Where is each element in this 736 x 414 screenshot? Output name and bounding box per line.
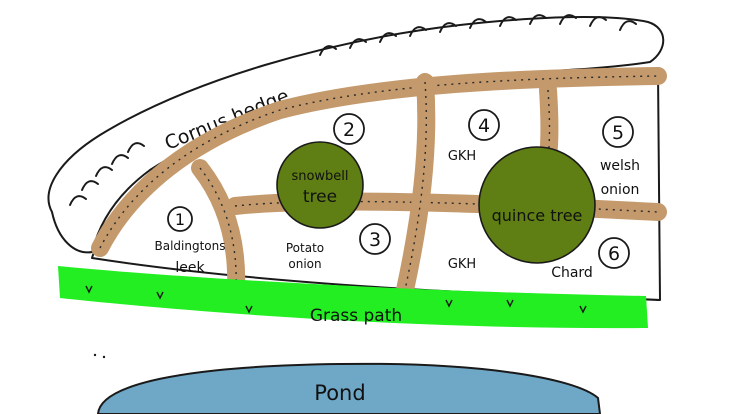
gravel-paths <box>91 67 667 299</box>
grass-path-strip <box>58 266 648 329</box>
quince-tree-canopy <box>478 146 596 264</box>
bed-3-number: 3 <box>369 229 381 251</box>
bed-numbers: 1 2 3 4 5 6 <box>167 109 634 269</box>
bed-5-circle <box>602 116 634 148</box>
pond-water <box>96 362 602 414</box>
pond: Pond <box>96 362 602 414</box>
path-top <box>91 67 667 257</box>
grass-path-label: Grass path <box>310 306 402 326</box>
bed-1-number: 1 <box>175 210 185 229</box>
bed-3-extra-label: GKH <box>448 257 476 272</box>
bed-1-label-2: leek <box>175 260 205 276</box>
quince-tree-label: quince tree <box>492 206 583 225</box>
bed-6-label: Chard <box>551 265 593 281</box>
bed-6-number: 6 <box>608 243 620 265</box>
snowbell-tree-label-1: snowbell <box>291 169 348 184</box>
quince-tree: quince tree <box>478 146 596 264</box>
bed-3-label-1: Potato <box>286 241 324 255</box>
bed-4-number: 4 <box>478 115 490 137</box>
bed-5-number: 5 <box>612 122 624 144</box>
bed-4-label: GKH <box>448 149 476 164</box>
hedge-outline <box>47 15 665 254</box>
bed-5-label-1: welsh <box>600 158 640 174</box>
bed-2-number: 2 <box>343 119 355 141</box>
bed-3-circle <box>359 223 391 255</box>
snowbell-tree: snowbell tree <box>276 141 364 229</box>
snowbell-tree-label-2: tree <box>303 187 337 207</box>
bed-4-circle <box>468 109 500 141</box>
bed-5-label-2: onion <box>601 182 640 198</box>
bed-1-circle <box>167 206 193 232</box>
grass-tufts <box>85 285 587 314</box>
bed-3-label-2: onion <box>288 257 321 271</box>
grass-path: Grass path <box>58 266 648 329</box>
bed-labels: Baldingtons leek Potato onion GKH GKH we… <box>155 149 641 281</box>
bed-6-circle <box>598 237 630 269</box>
hedge-scallops <box>69 14 637 206</box>
pond-label: Pond <box>314 381 365 405</box>
bed-2-circle <box>333 113 365 145</box>
snowbell-tree-canopy <box>276 141 364 229</box>
bed-1-label-1: Baldingtons <box>155 239 226 253</box>
path-vertical-2 <box>396 73 436 299</box>
stray-dots <box>93 353 106 359</box>
